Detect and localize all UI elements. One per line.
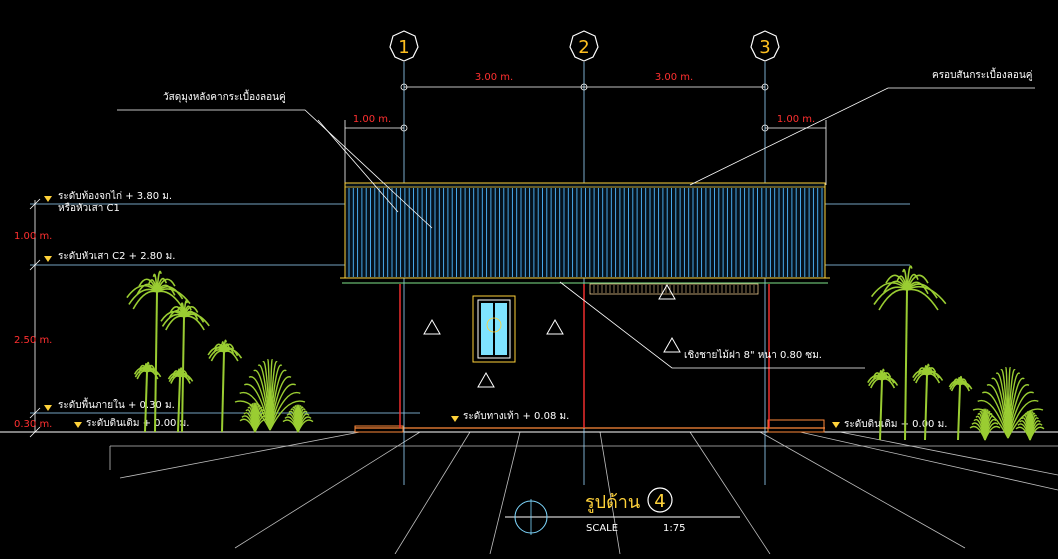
- palm-tree-right-4: [948, 375, 973, 441]
- level-column-top: ระดับหัวเสา C2 + 2.80 ม.: [58, 251, 175, 262]
- grid-label-3: 3: [759, 37, 770, 58]
- grid-bubble-1[interactable]: [389, 30, 419, 62]
- callout-ridge-cap: ครอบสันกระเบื้องลอนคู่: [932, 67, 1032, 81]
- palm-tree-left-5: [207, 339, 243, 433]
- drawing-number-bubble[interactable]: [647, 487, 673, 513]
- shrub-left-2: [239, 402, 271, 433]
- dimension-vertical-top: 1.00 m.: [14, 231, 52, 242]
- palm-tree-left-2: [160, 300, 210, 433]
- grid-label-1: 1: [398, 37, 409, 58]
- scale-label: SCALE: [586, 523, 618, 534]
- drawing-title: รูปด้าน: [585, 492, 640, 513]
- dimension-span-left: 3.00 m.: [475, 72, 513, 83]
- columns: [399, 284, 770, 428]
- dimension-vertical-bottom: 0.30 m.: [14, 419, 52, 430]
- callout-leaders: [117, 87, 1035, 369]
- dimension-span-right: 3.00 m.: [655, 72, 693, 83]
- window[interactable]: [472, 295, 516, 363]
- grid-label-2: 2: [578, 37, 589, 58]
- title-block: รูปด้าน 4 SCALE 1:75: [505, 487, 740, 535]
- dimension-overhang-left: 1.00 m.: [353, 114, 391, 125]
- dimension-vertical-mid: 2.50 m.: [14, 335, 52, 346]
- palm-tree-left-4: [167, 367, 194, 433]
- level-markers: [44, 196, 840, 428]
- callout-roof-material: วัสดุมุงหลังคากระเบื้องลอนคู่: [163, 89, 286, 103]
- level-ground-left: ระดับดินเดิม + 0.00 ม.: [86, 418, 189, 429]
- level-floor: ระดับพื้นภายใน + 0.30 ม.: [58, 397, 175, 411]
- palm-tree-left-3: [133, 361, 162, 433]
- note-tags: [423, 283, 681, 388]
- level-ground-right: ระดับดินเดิม + 0.00 ม.: [844, 419, 947, 430]
- dimension-spans: [344, 83, 827, 185]
- roof-panel[interactable]: [340, 182, 830, 284]
- palm-tree-left-1: [126, 270, 191, 433]
- dimension-overhang-right: 1.00 m.: [777, 114, 815, 125]
- shrub-right-1: [972, 367, 1044, 439]
- step-right: [767, 419, 825, 433]
- level-walkway: ระดับทางเท้า + 0.08 ม.: [463, 410, 569, 422]
- grid-bubble-2[interactable]: [569, 30, 599, 62]
- callout-fascia: เชิงชายไม้ฝา 8" หนา 0.80 ซม.: [684, 349, 822, 361]
- level-ridge: ระดับท้องจกไก่ + 3.80 ม.: [58, 190, 172, 202]
- scale-value: 1:75: [663, 523, 685, 534]
- vertical-dimension-chain: [29, 198, 41, 438]
- palm-tree-right-3: [912, 363, 944, 441]
- shrub-right-3: [1015, 410, 1045, 441]
- palm-tree-right-2: [867, 368, 899, 441]
- shrub-left-3: [282, 404, 314, 433]
- drawing-number: 4: [654, 491, 665, 512]
- shrub-left-1: [234, 359, 306, 431]
- ground-perspective-lines: [0, 431, 1058, 555]
- landscape-trees: [126, 265, 1045, 441]
- step-left: [354, 425, 404, 433]
- louvre-vent: [589, 283, 759, 295]
- shrub-right-2: [969, 408, 1001, 441]
- level-ridge-sub: หรือหัวเสา C1: [58, 202, 120, 214]
- palm-tree-right-1: [870, 265, 947, 441]
- grid-bubble-3[interactable]: [750, 30, 780, 62]
